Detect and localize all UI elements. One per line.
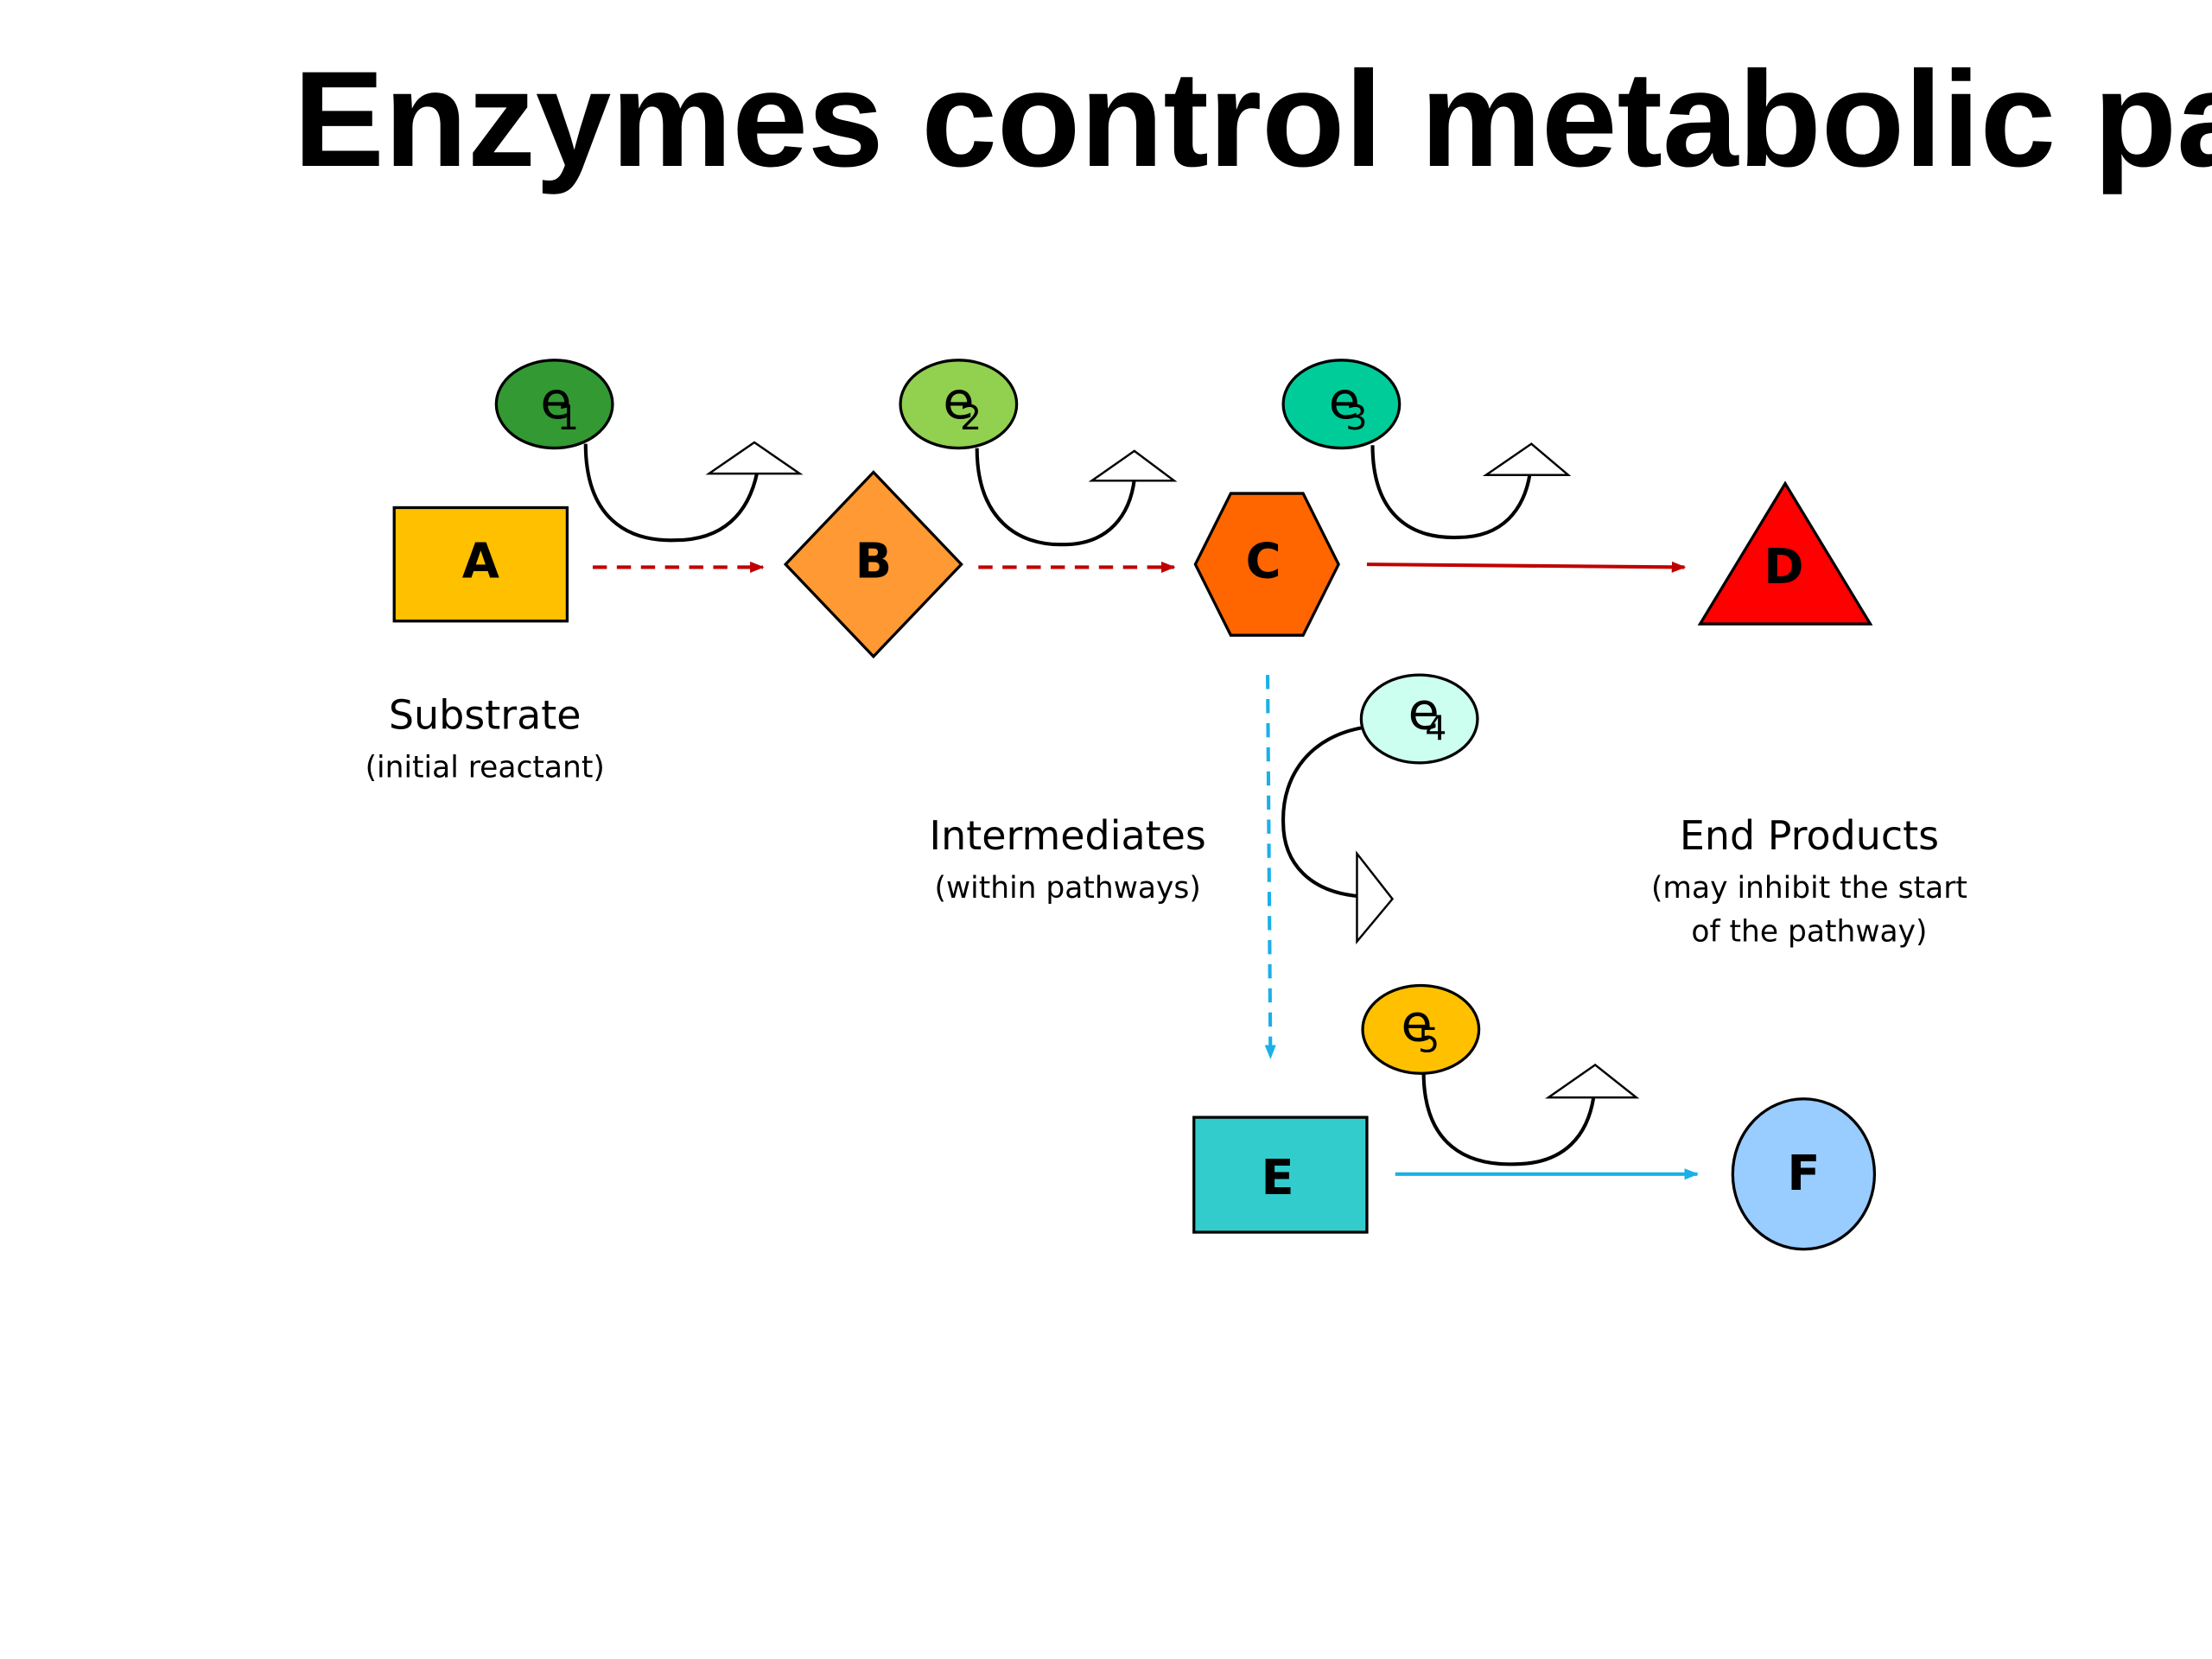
enzyme-e5-shape [1361, 983, 1481, 1075]
enzyme-e1-letter: e [540, 371, 571, 430]
caption-intermediates: Intermediates (within pathways) [930, 812, 1206, 906]
node-c-shape [1193, 492, 1340, 637]
enzyme-e1-subscript: 1 [557, 398, 579, 438]
enzyme-e3: e 3 [1281, 359, 1402, 450]
enzyme-e3-subscript: 3 [1345, 398, 1367, 438]
node-b-shape [783, 470, 963, 659]
enzyme-e2-subscript: 2 [960, 398, 982, 438]
caption-end-products-note-line2: of the pathway) [1691, 915, 1927, 950]
node-e-shape [1192, 1116, 1369, 1234]
caption-substrate-title: Substrate [389, 691, 582, 738]
node-a-shape [392, 505, 569, 623]
page-title: Enzymes control metabolic pathways: [294, 43, 2212, 195]
enzyme-e5-letter: e [1401, 994, 1432, 1053]
caption-intermediates-note: (within pathways) [935, 871, 1201, 906]
enzyme-arrow-e2 [975, 448, 1178, 547]
caption-substrate: Substrate (initial reactant) [365, 691, 605, 785]
caption-end-products: End Products (may inhibit the start of t… [1651, 812, 1967, 950]
node-d-shape [1697, 480, 1873, 626]
enzyme-e3-letter: e [1329, 371, 1360, 430]
node-a-label: A [462, 533, 499, 589]
node-c: C [1193, 492, 1340, 637]
enzyme-e2-shape [899, 359, 1019, 450]
enzyme-e4-shape [1359, 673, 1479, 765]
enzyme-arrow-e5 [1421, 1063, 1640, 1166]
node-e: E [1192, 1116, 1369, 1234]
enzyme-arrow-e1 [583, 441, 804, 543]
node-c-label: C [1246, 533, 1281, 589]
node-f-label: F [1787, 1146, 1820, 1202]
enzyme-e1-shape [494, 359, 614, 450]
enzyme-e1: e 1 [494, 359, 614, 450]
enzyme-e2: e 2 [899, 359, 1019, 450]
enzyme-arrow-e3 [1370, 442, 1572, 540]
caption-end-products-note-line1: (may inhibit the start [1651, 871, 1967, 906]
node-d: D [1697, 480, 1873, 626]
caption-intermediates-title: Intermediates [930, 812, 1206, 859]
node-a: A [392, 505, 569, 623]
enzyme-e4-subscript: 4 [1425, 709, 1446, 749]
enzyme-e5: e 5 [1361, 983, 1481, 1075]
arrow-c-to-d [1366, 561, 1687, 573]
node-d-label: D [1764, 539, 1803, 595]
enzyme-e4: e 4 [1359, 673, 1479, 765]
arrow-c-to-e [1264, 675, 1276, 1059]
enzyme-e3-shape [1281, 359, 1402, 450]
node-f-shape [1731, 1097, 1877, 1251]
caption-end-products-title: End Products [1680, 812, 1939, 859]
enzyme-e4-letter: e [1408, 681, 1440, 741]
node-b: B [783, 470, 963, 659]
node-f: F [1731, 1097, 1877, 1251]
enzyme-e2-letter: e [943, 371, 974, 430]
caption-substrate-note: (initial reactant) [365, 750, 605, 785]
enzyme-arrow-e4 [1281, 725, 1395, 945]
node-b-label: B [855, 533, 893, 589]
node-e-label: E [1262, 1150, 1294, 1206]
enzyme-e5-subscript: 5 [1418, 1021, 1440, 1061]
